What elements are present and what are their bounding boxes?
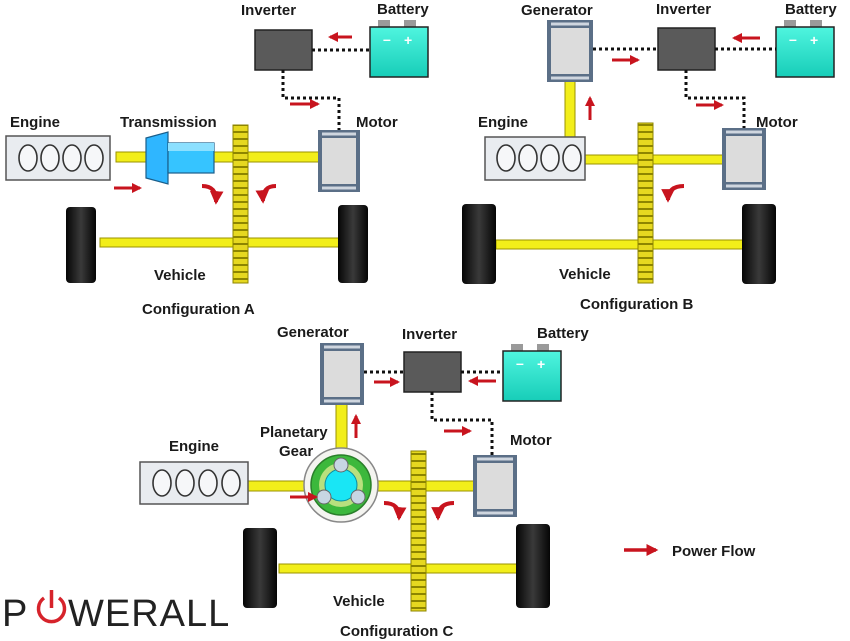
label-gear-c: Gear (279, 443, 313, 460)
powerall-logo: P WERALL (2, 590, 230, 635)
label-vehicle-c: Vehicle (333, 593, 385, 610)
gear-b (637, 122, 654, 284)
battery-a: – + (369, 20, 429, 78)
wheel-a-left (66, 207, 96, 283)
label-battery-c: Battery (537, 325, 589, 342)
label-battery-a: Battery (377, 1, 429, 18)
label-motor-a: Motor (356, 114, 398, 131)
engine-a (5, 135, 111, 181)
inverter-c (403, 351, 462, 393)
output-shaft-a (211, 151, 321, 163)
generator-shaft-c (335, 401, 348, 453)
label-inverter-c: Inverter (402, 326, 457, 343)
axle-b (495, 239, 745, 250)
engine-shaft-b (583, 154, 727, 165)
legend: Power Flow (624, 543, 756, 560)
caption-configuration-b: Configuration B (580, 296, 693, 313)
label-engine-b: Engine (478, 114, 528, 131)
label-planetary-c: Planetary (260, 424, 328, 441)
svg-text:–: – (789, 31, 797, 47)
configuration-a: – + Inverter Battery Engine Transmission… (5, 1, 429, 318)
generator-b (547, 20, 593, 82)
label-inverter-b: Inverter (656, 1, 711, 18)
engine-b (484, 136, 586, 181)
configuration-b: – + Generator Inverter Battery Engine Mo… (462, 1, 837, 313)
wheel-b-left (462, 204, 496, 284)
motor-c (473, 455, 517, 517)
generator-c (320, 343, 364, 405)
battery-c: – + (502, 344, 562, 402)
svg-text:–: – (516, 355, 524, 371)
logo-text-werall: WERALL (68, 593, 230, 635)
svg-text:–: – (383, 31, 391, 47)
engine-shaft-a (115, 151, 151, 163)
motor-b (722, 128, 766, 190)
label-motor-c: Motor (510, 432, 552, 449)
label-engine-c: Engine (169, 438, 219, 455)
svg-text:+: + (537, 356, 545, 372)
battery-b: – + (775, 20, 835, 78)
logo-text-p: P (2, 593, 28, 635)
legend-power-flow: Power Flow (672, 543, 756, 560)
engine-c (139, 461, 249, 505)
label-motor-b: Motor (756, 114, 798, 131)
caption-configuration-c: Configuration C (340, 623, 453, 640)
planetary-gear-c (303, 447, 379, 523)
wheel-a-right (338, 205, 368, 283)
inverter-a (254, 29, 313, 71)
label-generator-b: Generator (521, 2, 593, 19)
svg-text:+: + (404, 32, 412, 48)
engine-shaft-c (247, 480, 307, 492)
label-vehicle-b: Vehicle (559, 266, 611, 283)
gear-c (410, 450, 427, 612)
wheel-c-right (516, 524, 550, 608)
axle-c (278, 563, 520, 574)
generator-shaft-b (564, 80, 576, 138)
svg-text:+: + (810, 32, 818, 48)
label-battery-b: Battery (785, 1, 837, 18)
label-inverter-a: Inverter (241, 2, 296, 19)
inverter-b (657, 27, 716, 71)
caption-configuration-a: Configuration A (142, 301, 255, 318)
wheel-b-right (742, 204, 776, 284)
label-generator-c: Generator (277, 324, 349, 341)
gear-a (232, 124, 249, 284)
axle-a (99, 237, 343, 248)
configuration-c: – + Generator Inverter Battery Planetary… (139, 324, 589, 640)
label-transmission-a: Transmission (120, 114, 217, 131)
power-icon (36, 590, 67, 624)
wheel-c-left (243, 528, 277, 608)
label-vehicle-a: Vehicle (154, 267, 206, 284)
motor-a (318, 130, 360, 192)
label-engine-a: Engine (10, 114, 60, 131)
transmission-a (145, 131, 215, 185)
